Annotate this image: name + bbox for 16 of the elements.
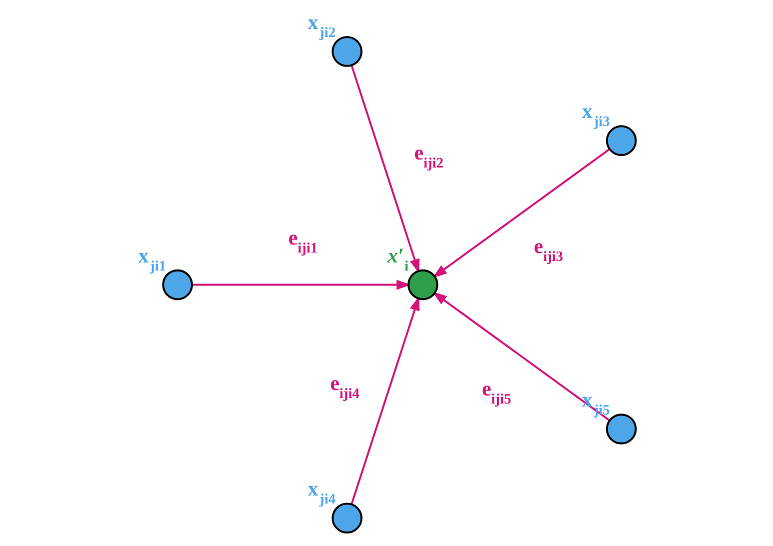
node-label: x′$_{i}$ bbox=[386, 243, 408, 274]
edge-label: e$_{iji4}$ bbox=[330, 371, 359, 402]
edge-label: e$_{iji5}$ bbox=[481, 376, 511, 408]
node-label: x$_{ji4}$ bbox=[307, 476, 336, 508]
edge-label: e$_{iji1}$ bbox=[288, 225, 318, 256]
arrow bbox=[432, 148, 610, 278]
node-label: x$_{ji2}$ bbox=[307, 10, 336, 41]
arrow bbox=[432, 292, 610, 422]
arrow bbox=[192, 280, 410, 290]
node-label: x$_{ji3}$ bbox=[582, 99, 610, 130]
edge-label: e$_{iji3}$ bbox=[533, 234, 563, 265]
edge-label: e$_{iji2}$ bbox=[414, 140, 443, 172]
arrow bbox=[350, 65, 420, 274]
arrow bbox=[350, 296, 420, 505]
node-circle bbox=[406, 269, 438, 300]
node-label: x$_{ji1}$ bbox=[138, 243, 166, 274]
